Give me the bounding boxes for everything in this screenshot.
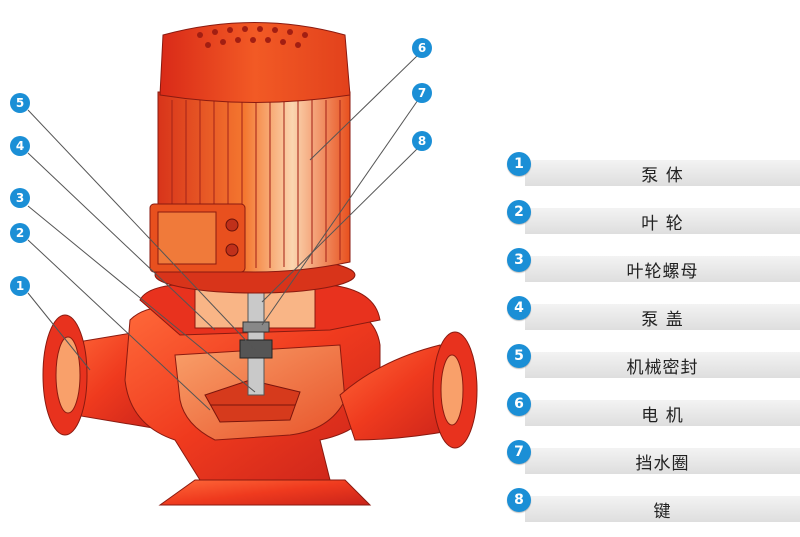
terminal-box-cover [157, 211, 217, 265]
mechanical-seal [239, 339, 273, 359]
svg-text:6: 6 [418, 41, 426, 55]
legend-label: 叶 轮 [641, 213, 684, 234]
svg-text:4: 4 [16, 139, 24, 153]
callout-3: 3 [10, 188, 30, 208]
legend-badge: 3 [507, 248, 531, 272]
legend-bar [525, 256, 800, 282]
legend-bar [525, 400, 800, 426]
legend-label: 机械密封 [626, 357, 699, 378]
callout-8: 8 [412, 131, 432, 151]
outlet-opening [440, 354, 464, 426]
impeller [204, 379, 301, 423]
svg-text:1: 1 [16, 279, 24, 293]
legend-badge: 4 [507, 296, 531, 320]
callout-7: 7 [412, 83, 432, 103]
pump-base [158, 479, 372, 506]
legend-label: 键 [653, 501, 672, 522]
legend-label: 泵 体 [641, 165, 684, 186]
callout-4: 4 [10, 136, 30, 156]
legend-label: 叶轮螺母 [626, 261, 699, 282]
motor-fan-cover [159, 22, 351, 103]
legend-item-6: 电 机 6 [507, 392, 800, 426]
legend-bar [525, 352, 800, 378]
legend-bar [525, 496, 800, 522]
legend-item-5: 机械密封 5 [507, 344, 800, 378]
legend-bar [525, 448, 800, 474]
legend-item-3: 叶轮螺母 3 [507, 248, 800, 282]
legend-bar [525, 208, 800, 234]
legend-badge: 8 [507, 488, 531, 512]
legend-item-1: 泵 体 1 [507, 152, 800, 186]
svg-text:5: 5 [16, 96, 24, 110]
callout-leader-lines [27, 54, 419, 411]
svg-text:2: 2 [16, 226, 24, 240]
legend-bar [525, 160, 800, 186]
legend-item-4: 泵 盖 4 [507, 296, 800, 330]
callout-2: 2 [10, 223, 30, 243]
cable-gland-icon [225, 218, 239, 232]
svg-text:8: 8 [418, 134, 426, 148]
legend-badge: 5 [507, 344, 531, 368]
legend-badge: 1 [507, 152, 531, 176]
pump-cutaway-diagram: 1 2 3 4 5 6 7 8 [10, 22, 478, 506]
legend-badge: 2 [507, 200, 531, 224]
legend-item-8: 键 8 [507, 488, 800, 522]
cable-gland-icon-2 [225, 243, 239, 257]
water-deflector [242, 321, 270, 333]
legend-item-7: 挡水圈 7 [507, 440, 800, 474]
legend-label: 挡水圈 [635, 453, 690, 474]
svg-text:3: 3 [16, 191, 24, 205]
legend-item-2: 叶 轮 2 [507, 200, 800, 234]
callout-6: 6 [412, 38, 432, 58]
svg-text:7: 7 [418, 86, 426, 100]
legend-badge: 6 [507, 392, 531, 416]
inlet-opening [55, 336, 81, 414]
callout-5: 5 [10, 93, 30, 113]
callout-1: 1 [10, 276, 30, 296]
legend-badge: 7 [507, 440, 531, 464]
legend-bar [525, 304, 800, 330]
fan-vents [197, 26, 308, 48]
legend-label: 电 机 [641, 405, 684, 426]
legend-label: 泵 盖 [641, 309, 684, 330]
